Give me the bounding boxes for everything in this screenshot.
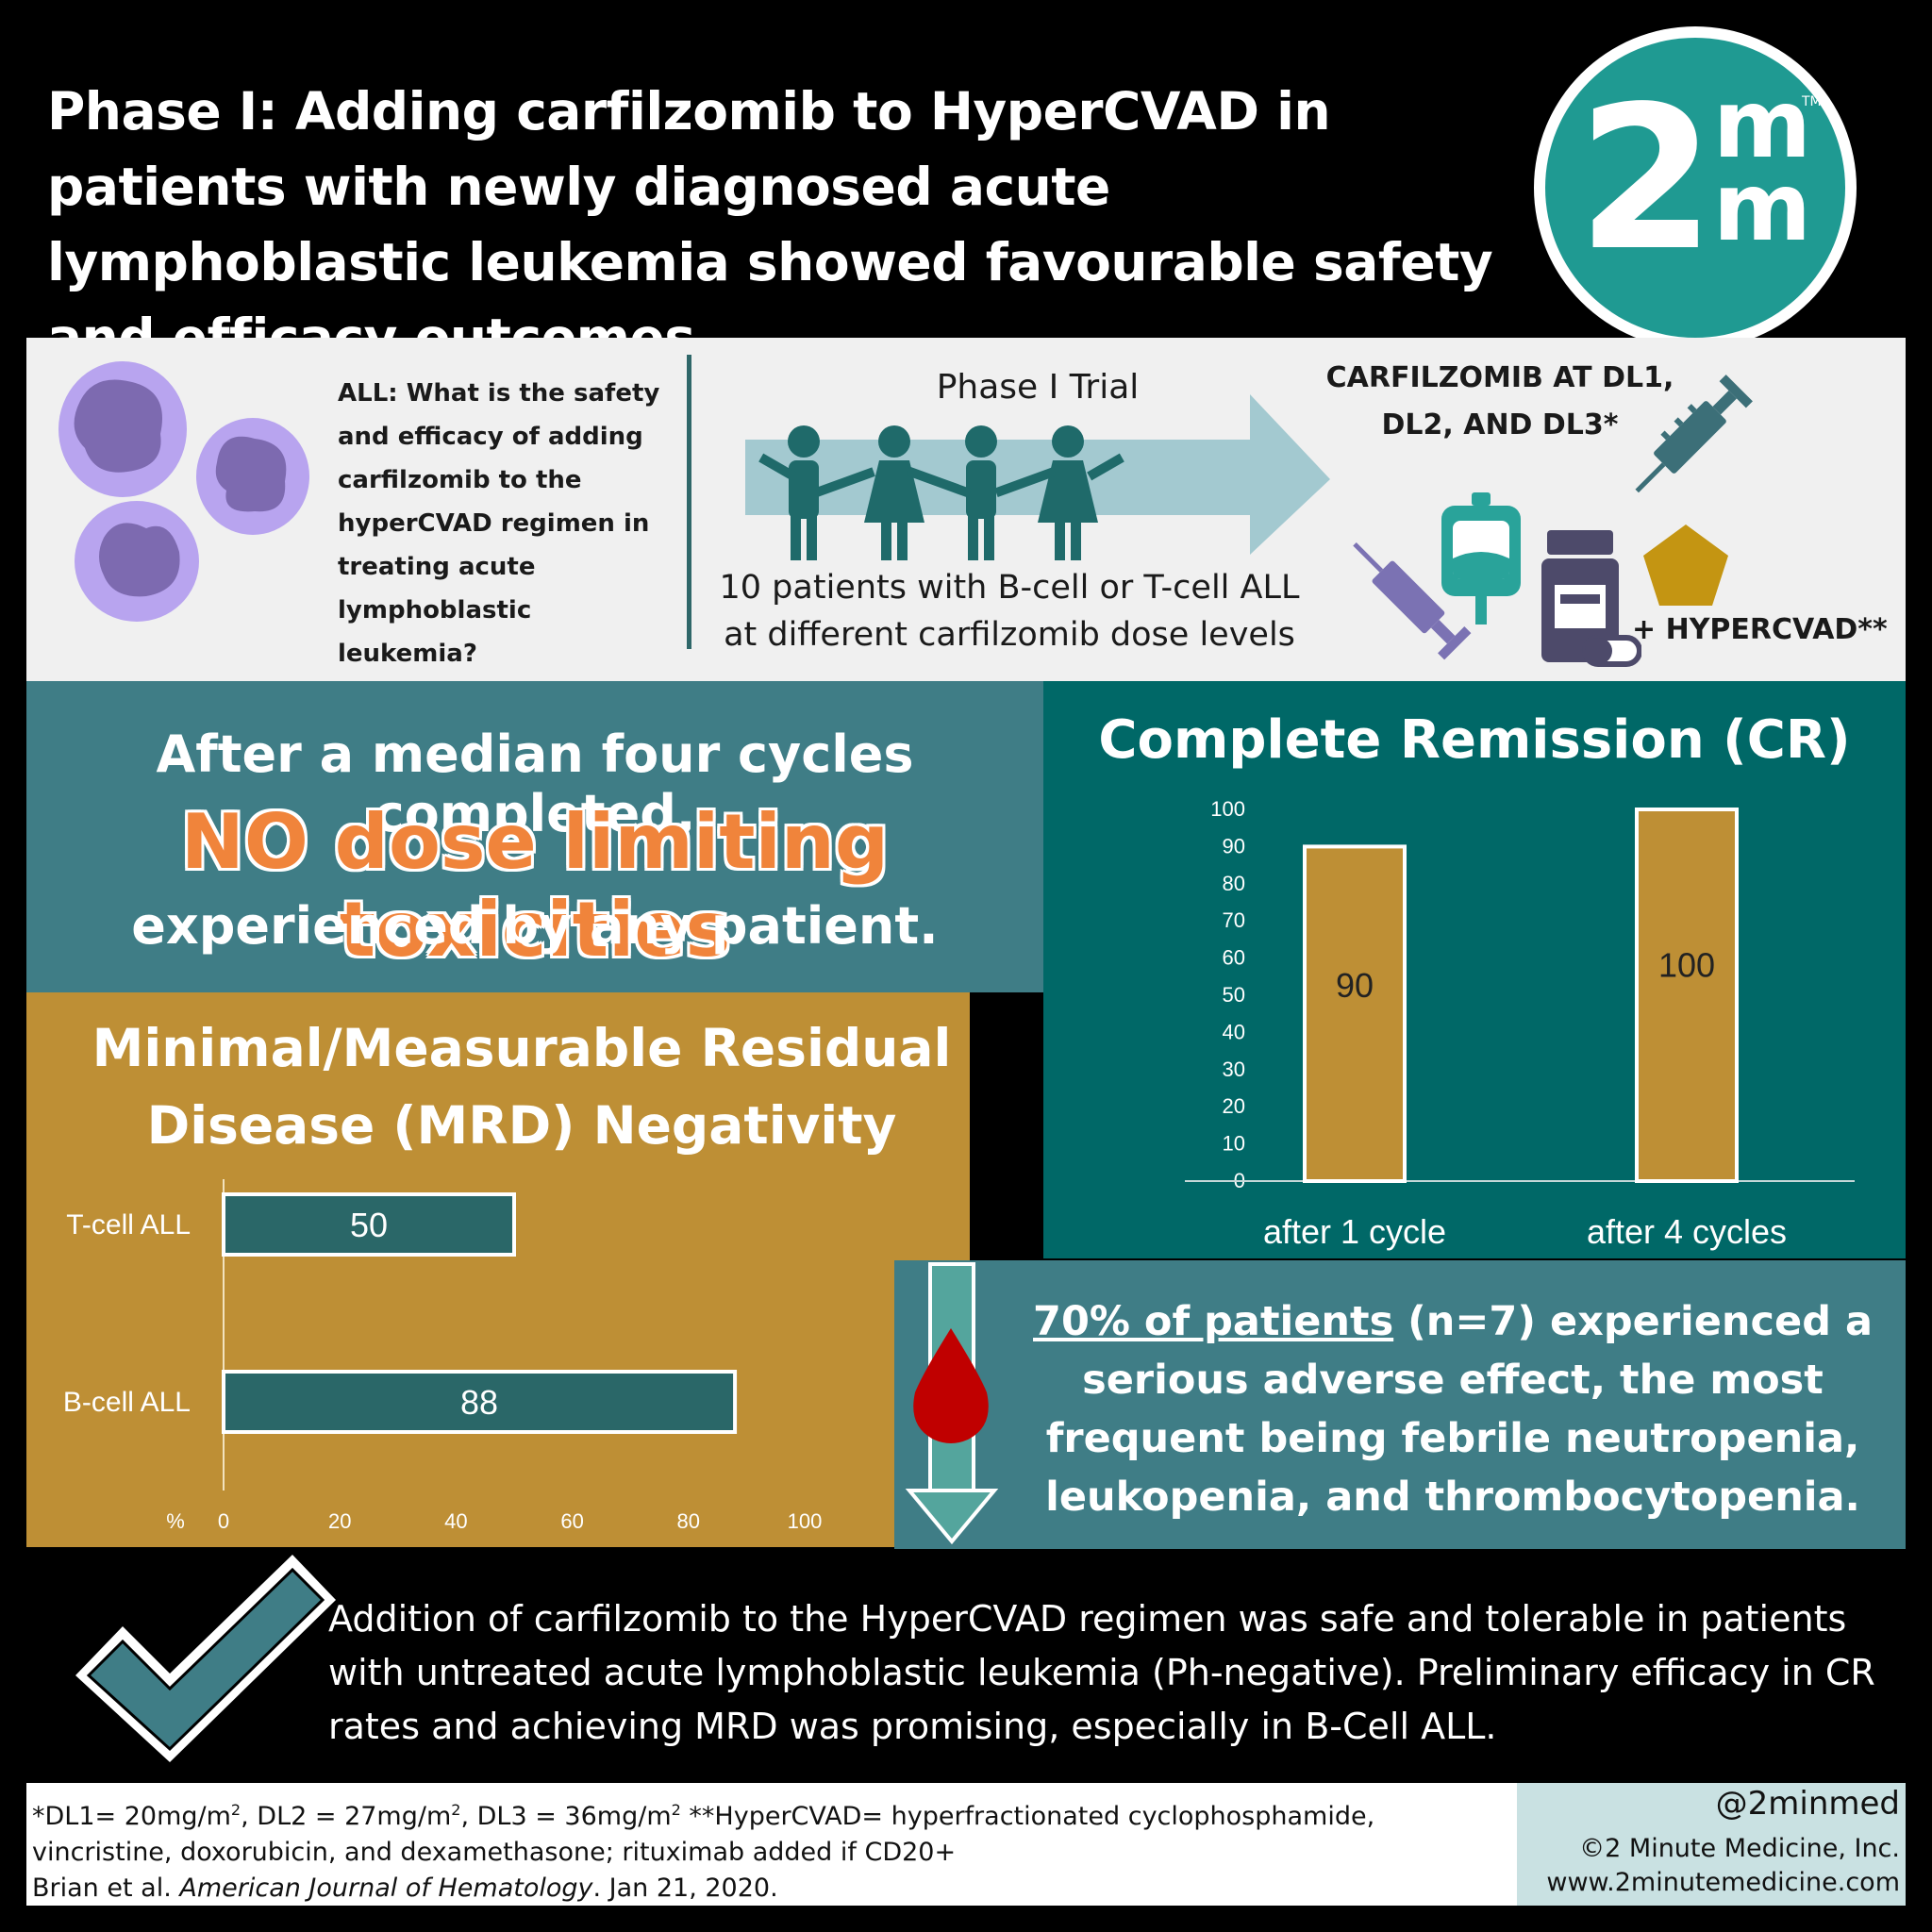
footnote-dl1: *DL1= 20mg/m [32, 1802, 231, 1831]
pill-bottle-icon [1541, 530, 1641, 667]
mrd-chart-title: Minimal/Measurable Residual Disease (MRD… [92, 1018, 952, 1156]
x-tick-label: after 4 cycles [1587, 1212, 1787, 1251]
bar [222, 1370, 738, 1434]
bar [1635, 808, 1739, 1183]
trial-title: Phase I Trial [936, 368, 1140, 407]
data-label: 88 [460, 1383, 498, 1422]
pentagon-icon [1643, 525, 1728, 606]
y-tick-label: 100 [1210, 797, 1245, 821]
superscript: 2 [671, 1801, 681, 1819]
adverse-detail: (n=7) experienced a serious adverse effe… [1045, 1298, 1873, 1521]
y-tick-label: 10 [1223, 1132, 1245, 1156]
bar [222, 1192, 516, 1257]
syringe-icon [1635, 375, 1753, 493]
iv-bag-icon [1441, 492, 1521, 625]
research-question: ALL: What is the safety and efficacy of … [338, 379, 660, 668]
data-label: 90 [1336, 966, 1374, 1005]
credit-box [1517, 1783, 1906, 1906]
website-link[interactable]: www.2minutemedicine.com [1546, 1868, 1900, 1897]
y-tick-label: 20 [1223, 1094, 1245, 1118]
y-tick-label: 60 [1223, 946, 1245, 970]
adverse-percent: 70% of patients [1033, 1298, 1394, 1345]
cr-panel [1043, 681, 1906, 1258]
adverse-events-panel [894, 1260, 1906, 1549]
cr-chart-title: Complete Remission (CR) [1098, 709, 1851, 771]
leukemia-cells-icon [58, 361, 309, 622]
y-tick-label: 50 [1223, 983, 1245, 1007]
footnote: *DL1= 20mg/m2, DL2 = 27mg/m2, DL3 = 36mg… [32, 1792, 1523, 1907]
carfilzomib-dose-label: CARFILZOMIB AT DL1, DL2, AND DL3* [1325, 361, 1674, 441]
company-name: ©2 Minute Medicine, Inc. [1579, 1834, 1900, 1863]
trial-description: 10 patients with B-cell or T-cell ALL at… [719, 569, 1300, 654]
dlt-line-1: After a median four cycles completed, [156, 724, 914, 843]
checkmark-icon [75, 1555, 336, 1762]
superscript: 2 [451, 1801, 461, 1819]
y-tick-label: 70 [1223, 908, 1245, 932]
hypercvad-label: + HYPERCVAD** [1632, 613, 1888, 646]
data-label: 50 [350, 1206, 388, 1244]
x-tick-label: 80 [677, 1509, 700, 1533]
blood-drop-icon [913, 1328, 989, 1443]
patients-icon [758, 425, 1124, 560]
syringe-purple-icon [1353, 541, 1472, 660]
y-tick-label: 90 [1223, 834, 1245, 858]
dlt-panel [26, 681, 1043, 992]
mrd-panel [26, 992, 970, 1547]
y-tick-label: 30 [1223, 1058, 1245, 1081]
page-title: Phase I: Adding carfilzomib to HyperCVAD… [47, 81, 1493, 368]
logo-m-top: m [1712, 69, 1812, 179]
x-tick-label: 0 [218, 1509, 229, 1533]
logo-m-bottom: m [1712, 152, 1812, 262]
footnote-hypercvad: **HyperCVAD= hyperfractionated cyclophos… [32, 1802, 1375, 1867]
reference-journal: American Journal of Hematology [179, 1874, 593, 1903]
adverse-icons [905, 1262, 999, 1545]
footnote-dl2: , DL2 = 27mg/m [241, 1802, 452, 1831]
y-tick-label: 40 [1223, 1020, 1245, 1043]
logo-circle [1545, 38, 1845, 338]
logo-trademark: TM [1802, 94, 1822, 109]
x-tick-label: 60 [560, 1509, 583, 1533]
y-tick-label: T-cell ALL [66, 1209, 191, 1241]
logo-two: 2 [1576, 63, 1715, 294]
mrd-chart: 50 T-cell ALL 88 B-cell ALL 0 20 40 60 80 100% [63, 1179, 823, 1533]
x-tick-label: 100 [788, 1509, 823, 1533]
footnote-dl3: , DL3 = 36mg/m [460, 1802, 672, 1831]
x-unit-label: % [166, 1509, 185, 1533]
reference-authors: Brian et al. [32, 1874, 180, 1903]
y-tick-label: B-cell ALL [63, 1387, 191, 1418]
twitter-handle: @2minmed [1715, 1785, 1900, 1823]
bar [1303, 844, 1407, 1183]
reference-date: . Jan 21, 2020. [592, 1874, 778, 1903]
conclusion-panel [111, 1568, 1906, 1783]
divider [687, 355, 691, 649]
y-tick-label: 80 [1223, 872, 1245, 895]
dlt-headline: NO dose limiting toxicities [180, 798, 890, 974]
superscript: 2 [230, 1801, 242, 1819]
x-tick-label: 40 [444, 1509, 467, 1533]
conclusion-text: Addition of carfilzomib to the HyperCVAD… [328, 1598, 1875, 1747]
adverse-events-text: 70% of patients (n=7) experienced a seri… [1009, 1292, 1896, 1526]
x-tick-label: 20 [328, 1509, 351, 1533]
dlt-line-3: experienced by any patient. [131, 896, 939, 956]
data-label: 100 [1658, 945, 1715, 984]
x-tick-label: after 1 cycle [1263, 1212, 1446, 1251]
